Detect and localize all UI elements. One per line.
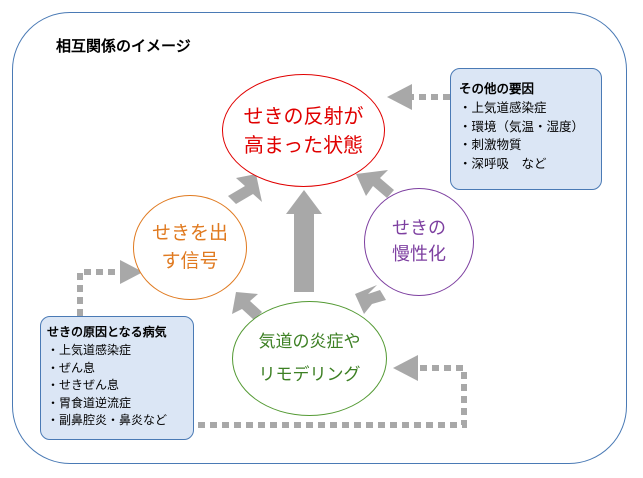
node-cough-chronic-line2: 慢性化: [392, 244, 446, 265]
arrow-head-inflammation-to-reflex: [286, 190, 322, 214]
arrow-shaft-inflammation-to-reflex: [294, 212, 314, 292]
arrow-inflammation-to-signal: [232, 292, 262, 320]
node-cough-reflex-line1: せきの反射が: [243, 103, 364, 128]
arrow-signal-to-reflex: [228, 174, 262, 204]
other-factors-item: ・刺激物質: [459, 137, 522, 152]
other-factors-item: ・深呼吸 など: [459, 155, 547, 171]
arrow-head-other-factors: [387, 84, 412, 110]
dotted-connector-causes-to-signal: [77, 269, 120, 316]
causes-item: ・せきぜん息: [47, 378, 120, 392]
node-cough-signal-line1: せきを出: [151, 221, 228, 244]
arrow-chronic-to-inflammation: [355, 285, 386, 314]
arrow-head-causes-to-signal: [120, 260, 143, 284]
node-cough-signal-line2: す信号: [161, 249, 219, 272]
node-cough-reflex-heightened: せきの反射が 高まった状態: [222, 74, 385, 187]
causes-item: ・胃食道逆流症: [47, 395, 132, 410]
node-cough-signal: せきを出 す信号: [133, 195, 247, 300]
arrow-head-causes-to-inflammation: [393, 355, 418, 381]
other-factors-item: ・上気道感染症: [459, 100, 547, 115]
node-cough-reflex-line2: 高まった状態: [243, 132, 364, 157]
dotted-connector-causes-to-inflammation: [198, 365, 467, 428]
causes-item: ・ぜん息: [47, 360, 96, 375]
arrow-reflex-to-chronic: [356, 170, 394, 198]
causes-heading: せきの原因となる病気: [47, 325, 167, 339]
diagram-title: 相互関係のイメージ: [56, 37, 191, 55]
other-factors-box: その他の要因 ・上気道感染症 ・環境（気温・湿度） ・刺激物質 ・深呼吸 など: [450, 68, 602, 190]
causes-box: せきの原因となる病気 ・上気道感染症 ・ぜん息 ・せきぜん息 ・胃食道逆流症 ・…: [40, 316, 194, 440]
other-factors-heading: その他の要因: [459, 81, 535, 96]
node-cough-chronic-line1: せきの: [392, 217, 446, 239]
node-cough-chronic: せきの 慢性化: [364, 188, 474, 296]
causes-item: ・上気道感染症: [47, 343, 132, 357]
node-airway-inflammation-line2: リモデリング: [258, 364, 361, 385]
causes-item: ・副鼻腔炎・鼻炎など: [47, 413, 168, 427]
outer-frame: [12, 12, 627, 464]
other-factors-item: ・環境（気温・湿度）: [459, 118, 585, 134]
node-airway-inflammation: 気道の炎症や リモデリング: [232, 301, 387, 416]
node-airway-inflammation-line1: 気道の炎症や: [258, 332, 361, 353]
